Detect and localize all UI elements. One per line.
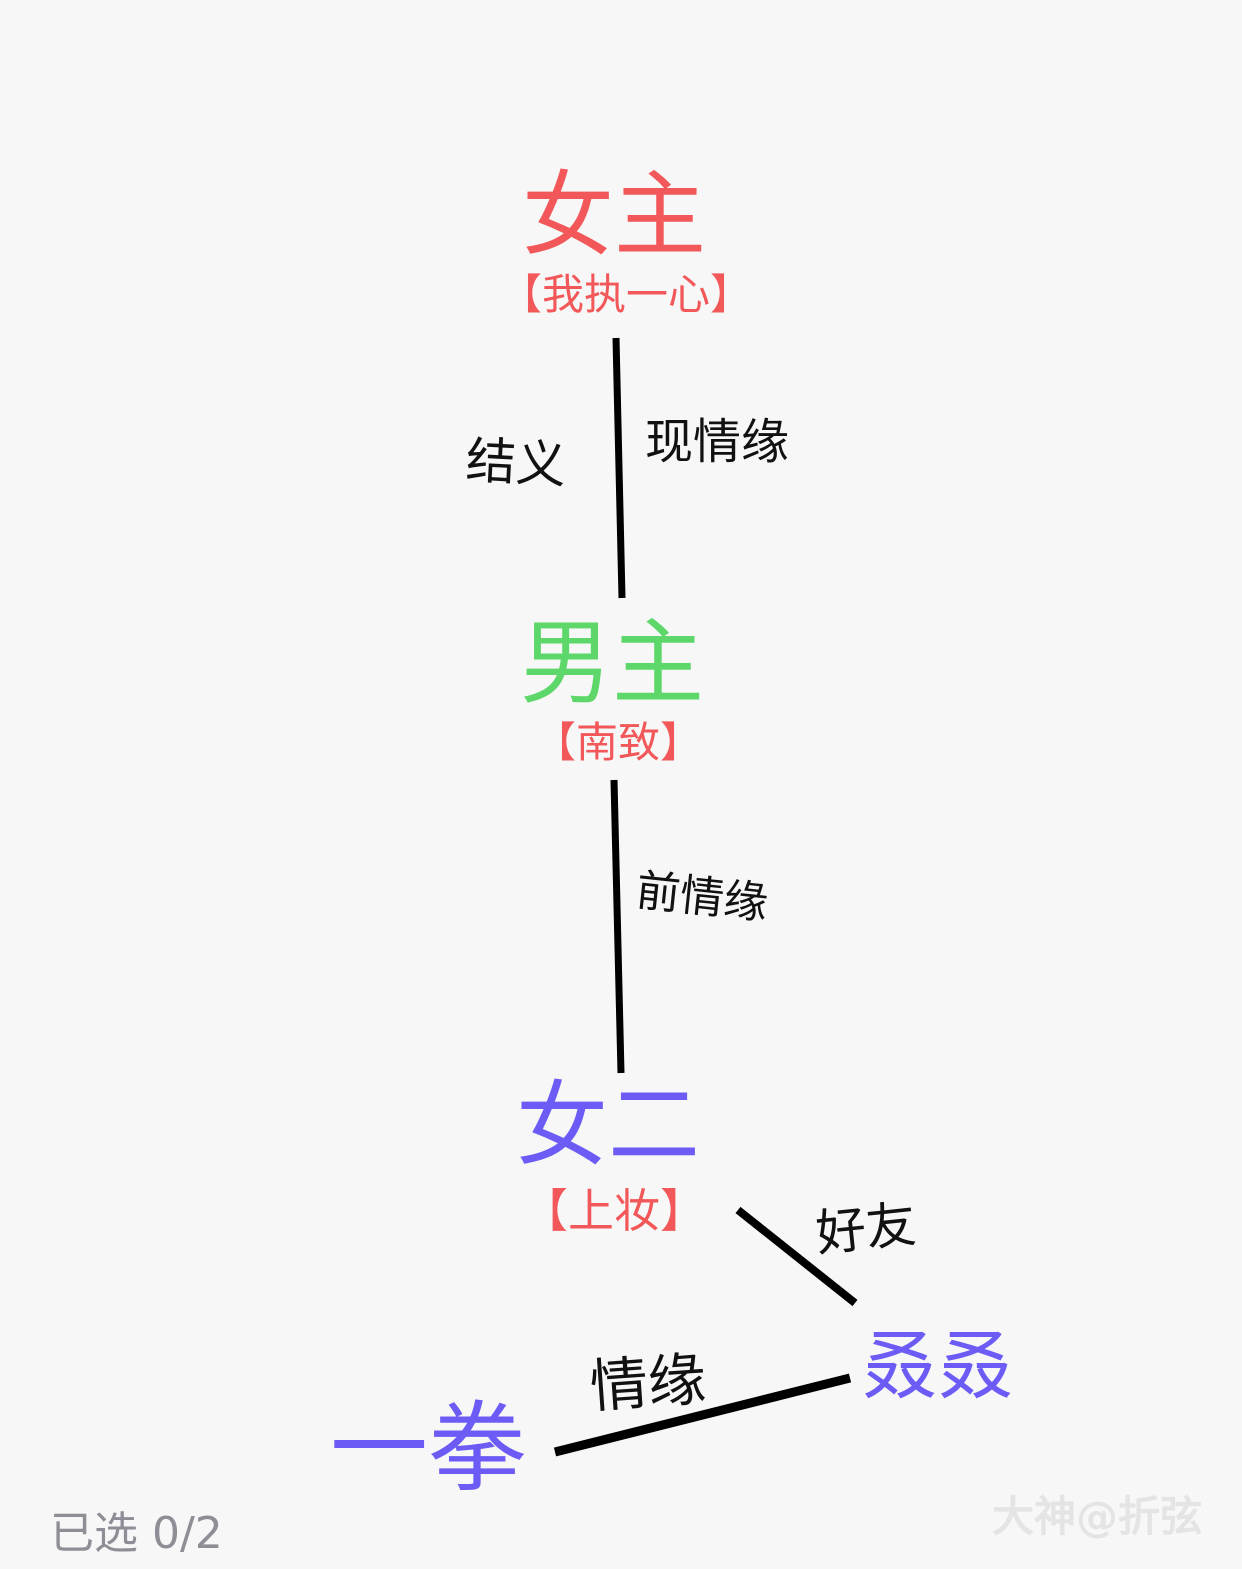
edge-label-former-love: 前情缘	[633, 865, 771, 930]
watermark: 大神@折弦	[992, 1492, 1203, 1541]
edge-hero-second	[610, 779, 625, 1074]
node-heroine[interactable]: 女主	[522, 162, 707, 269]
node-hero-tag: 【南致】	[534, 718, 703, 767]
node-yiquan[interactable]: 一拳	[330, 1392, 527, 1506]
node-hero[interactable]: 男主	[520, 610, 705, 717]
edge-heroine-hero	[612, 337, 626, 599]
node-second-female[interactable]: 女二	[516, 1072, 701, 1179]
edge-label-current-love: 现情缘	[645, 414, 790, 470]
edge-friend-yiquan	[553, 1373, 852, 1457]
edge-second-friend	[735, 1206, 858, 1307]
edge-label-jieyi: 结义	[464, 431, 568, 495]
edge-label-friend: 好友	[813, 1194, 919, 1264]
node-heroine-tag: 【我执一心】	[500, 270, 753, 319]
node-friend[interactable]: 叒叒	[862, 1321, 1014, 1410]
node-second-female-tag: 【上妆】	[522, 1184, 706, 1238]
selected-counter: 已选 0/2	[50, 1508, 223, 1559]
edge-label-love: 情缘	[587, 1345, 709, 1421]
